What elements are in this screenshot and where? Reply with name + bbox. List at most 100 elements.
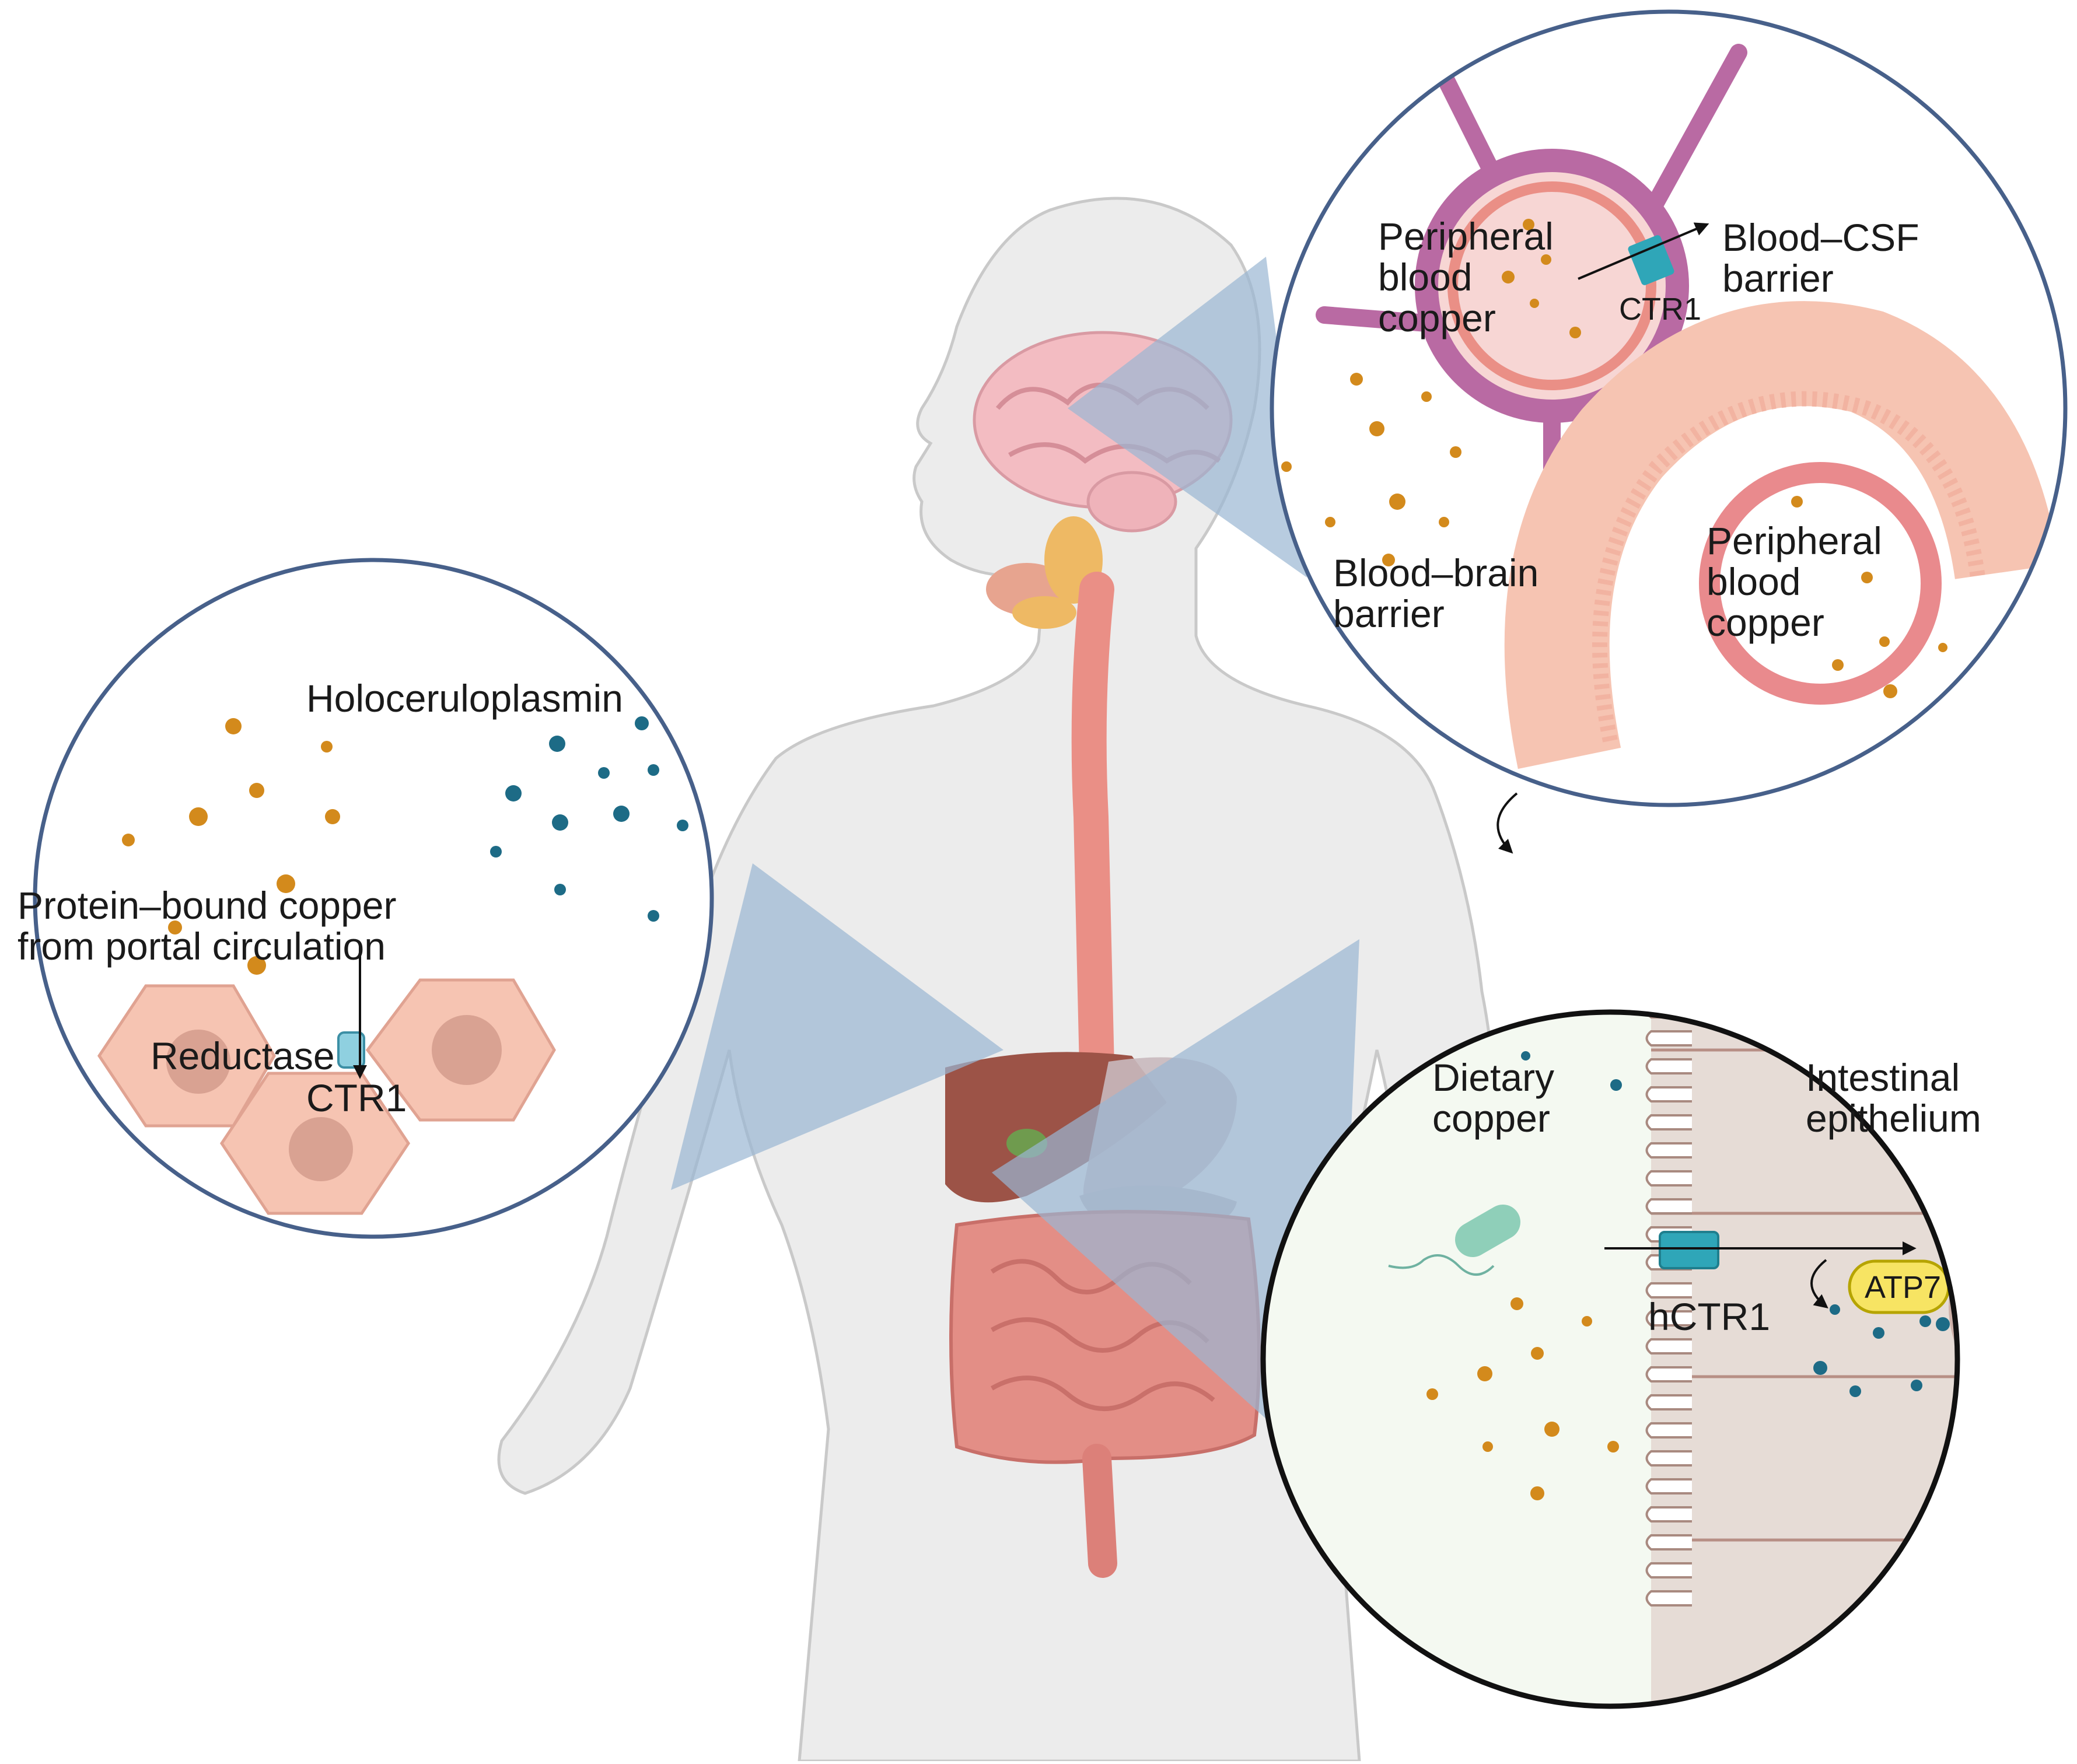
copper-ion-icon — [1582, 1316, 1592, 1326]
holoceruloplasmin-icon — [549, 736, 565, 752]
atp7-curl-arrow — [1810, 1259, 1828, 1309]
copper-ion-icon — [249, 783, 264, 798]
label-liver-ctr1: CTR1 — [306, 1076, 407, 1119]
brush-border-villi — [1645, 1012, 1692, 1606]
holoceruloplasmin-icon — [648, 764, 659, 776]
label-peripheral-bottom-2: blood — [1707, 560, 1801, 603]
label-hctr1: hCTR1 — [1648, 1295, 1770, 1338]
hepatocyte-icon — [97, 984, 276, 1128]
liver-copper-dots — [122, 716, 688, 975]
label-blood-csf-2: barrier — [1722, 257, 1834, 300]
holoceruloplasmin-icon — [1515, 984, 1530, 999]
copper-ion-icon — [1510, 1297, 1523, 1310]
bacterium-icon — [1388, 1205, 1520, 1276]
label-bbb-1: Blood–brain — [1333, 551, 1538, 594]
copper-ion-icon — [1541, 254, 1551, 265]
choroid-epithelium — [1504, 301, 2059, 769]
copper-ion-icon — [1450, 446, 1461, 458]
holoceruloplasmin-icon — [554, 884, 566, 895]
copper-ion-icon — [247, 956, 266, 975]
label-blood-csf-1: Blood–CSF — [1722, 216, 1919, 259]
holoceruloplasmin-icon — [490, 846, 502, 858]
copper-ion-icon — [1389, 494, 1405, 510]
label-protein-bound-1: Protein–bound copper — [18, 884, 397, 927]
copper-ion-icon — [1569, 327, 1581, 338]
copper-ion-icon — [1325, 517, 1335, 527]
holoceruloplasmin-icon — [1579, 978, 1595, 993]
label-bbb-2: barrier — [1333, 592, 1445, 635]
holoceruloplasmin-icon — [1610, 933, 1622, 945]
holoceruloplasmin-icon — [635, 716, 649, 730]
label-peripheral-bottom-1: Peripheral — [1707, 519, 1882, 562]
holoceruloplasmin-icon — [1956, 941, 1970, 955]
holoceruloplasmin-icon — [648, 910, 659, 922]
copper-ion-icon — [325, 809, 340, 824]
label-peripheral-bottom-3: copper — [1707, 601, 1824, 644]
holoceruloplasmin-icon — [1919, 1315, 1931, 1327]
copper-ion-icon — [1791, 496, 1803, 508]
projection-liver — [671, 863, 1003, 1190]
holoceruloplasmin-icon — [1849, 1385, 1861, 1397]
choroid-vessel — [1699, 462, 1942, 705]
copper-ion-icon — [277, 874, 295, 893]
copper-ion-icon — [1502, 271, 1515, 284]
copper-ion-icon — [168, 921, 182, 935]
copper-ion-icon — [1439, 517, 1449, 527]
label-dietary-2: copper — [1432, 1097, 1550, 1140]
holoceruloplasmin-icon — [1521, 1051, 1530, 1060]
connector-curl — [1496, 792, 1518, 854]
copper-ion-icon — [1883, 684, 1897, 698]
copper-ion-icon — [1482, 1441, 1493, 1452]
copper-ion-icon — [1544, 1422, 1560, 1437]
brain-copper-dots — [1281, 219, 1947, 698]
holoceruloplasmin-icon — [1830, 1304, 1840, 1315]
copper-ion-icon — [1382, 554, 1395, 566]
label-epithelium-2: epithelium — [1806, 1097, 1981, 1140]
capillary-ring — [1415, 149, 1689, 423]
label-peripheral-top-2: blood — [1378, 256, 1473, 299]
hepatocyte-icon — [365, 978, 556, 1122]
copper-ion-icon — [1477, 1366, 1492, 1381]
copper-ion-icon — [1530, 1486, 1544, 1500]
copper-ion-icon — [1281, 461, 1292, 472]
liver-panel: Holoceruloplasmin Protein–bound copper f… — [18, 558, 714, 1239]
copper-ion-icon — [1861, 572, 1873, 583]
copper-ion-icon — [1607, 1441, 1619, 1452]
holoceruloplasmin-icon — [1610, 1079, 1622, 1091]
copper-ion-icon — [1531, 1347, 1544, 1360]
ctr1-transporter-icon — [1628, 235, 1674, 285]
copper-ion-icon — [1938, 643, 1947, 652]
label-holoceruloplasmin: Holoceruloplasmin — [306, 677, 623, 720]
holoceruloplasmin-icon — [1639, 985, 1652, 998]
hepatocyte-icon — [219, 1072, 411, 1215]
holoceruloplasmin-icon — [613, 806, 630, 822]
holoceruloplasmin-icon — [1600, 879, 1615, 894]
label-reductase: Reductase — [151, 1034, 335, 1077]
copper-ion-icon — [1879, 636, 1890, 647]
label-dietary-1: Dietary — [1432, 1056, 1554, 1099]
holoceruloplasmin-icon — [552, 814, 568, 831]
label-peripheral-top-1: Peripheral — [1378, 215, 1554, 258]
holoceruloplasmin-icon — [598, 767, 610, 779]
holoceruloplasmin-icon — [1911, 1380, 1922, 1391]
holoceruloplasmin-icon — [1512, 900, 1527, 915]
label-epithelium-1: Intestinal — [1806, 1056, 1960, 1099]
copper-ion-icon — [189, 807, 208, 826]
copper-ion-icon — [122, 834, 135, 846]
copper-ion-icon — [1350, 373, 1363, 386]
copper-ion-icon — [321, 741, 333, 752]
esophagus-icon — [1071, 572, 1114, 1085]
holoceruloplasmin-icon — [1936, 1317, 1950, 1331]
projection-brain — [1068, 257, 1307, 578]
copper-ion-icon — [1530, 299, 1539, 308]
label-peripheral-top-3: copper — [1378, 296, 1496, 340]
ctr1-transporter-icon — [337, 1031, 365, 1069]
label-protein-bound-2: from portal circulation — [18, 925, 386, 968]
copper-ion-icon — [1426, 1388, 1438, 1400]
brain-panel: Peripheral blood copper CTR1 Blood–CSF b… — [1270, 9, 2068, 807]
ctr1-transporter-icon — [1659, 1231, 1719, 1269]
label-brain-ctr1: CTR1 — [1619, 292, 1701, 327]
holoceruloplasmin-icon — [505, 785, 522, 802]
holoceruloplasmin-icon — [1873, 1327, 1884, 1339]
csf-transport-arrow — [1578, 222, 1709, 280]
